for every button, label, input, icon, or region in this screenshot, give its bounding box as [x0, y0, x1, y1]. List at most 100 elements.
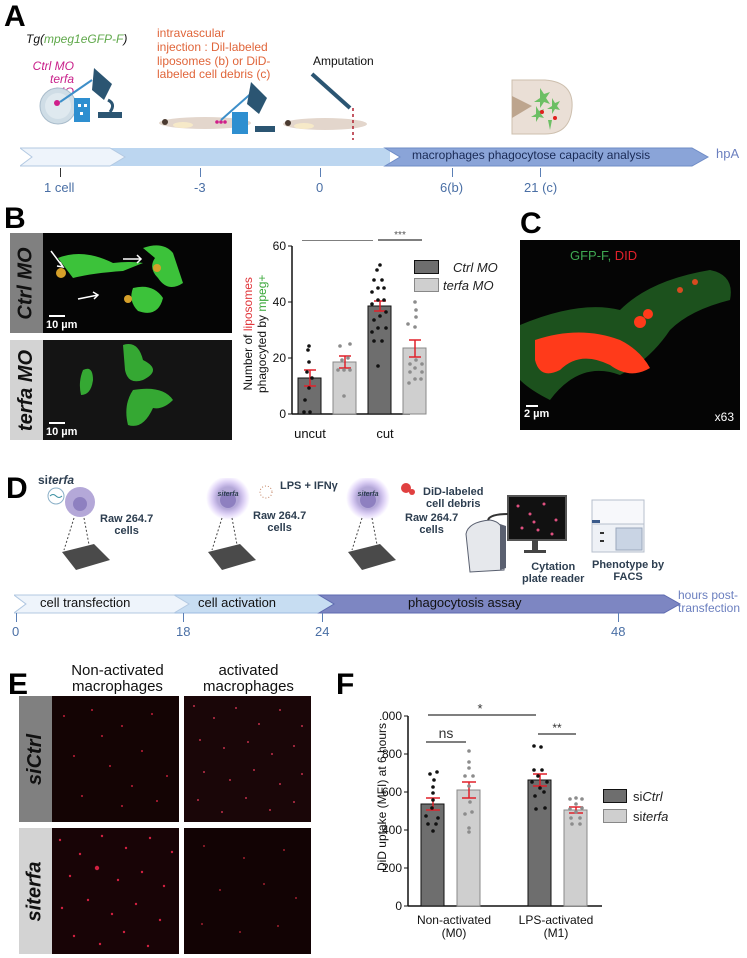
timeline-a-bar-label: macrophages phagocytose capacity analysi… — [412, 148, 651, 162]
chart-f-legend: siCtrl siterfa — [603, 786, 668, 826]
transgenic-label: Tg(mpeg1eGFP-F) — [26, 32, 128, 46]
micrograph-c: GFP-F, DID 2 µm x63 — [520, 240, 740, 430]
category-m1: LPS-activated(M1) — [518, 913, 594, 941]
tick-a-4 — [540, 168, 541, 177]
timeline-a-unit: hpA — [716, 146, 740, 161]
micrograph-sictrl-activated — [184, 696, 311, 822]
did-fluorescence-image — [201, 845, 297, 933]
transfection-cell-plate-icon — [47, 487, 110, 570]
timeline-d — [14, 594, 682, 614]
timeline-d-transfection: cell transfection — [40, 595, 131, 610]
legend-swatch-ctrl — [414, 260, 439, 274]
micrograph-siterfa-activated — [184, 828, 311, 954]
scale-bar-label: 2 µm — [524, 408, 550, 420]
timeline-a — [20, 147, 710, 167]
svg-text:***: *** — [394, 230, 406, 241]
scale-bar-label: 10 µm — [46, 426, 78, 438]
micrograph-terfa-mo: 10 µm — [43, 340, 232, 440]
svg-text:60: 60 — [273, 240, 287, 253]
svg-text:*: * — [477, 701, 482, 716]
sirna-label: siterfa — [38, 473, 75, 487]
amputation-label: Amputation — [313, 54, 374, 68]
micrograph-siterfa-nonactivated — [52, 828, 179, 954]
facs-instrument-icon — [591, 499, 645, 553]
legend-swatch-terfa — [414, 278, 439, 292]
macrophage-image — [79, 344, 173, 426]
scale-bar — [49, 315, 65, 317]
tick-d-3 — [618, 613, 619, 622]
legend-swatch-sictrl — [603, 789, 627, 803]
panel-letter-f: F — [336, 668, 355, 701]
chart-b-sig-bar-2: *** — [378, 230, 422, 241]
legend-swatch-siterfa — [603, 809, 627, 823]
amputation-larva-icon — [283, 72, 367, 140]
tick-a-label-3: 6(b) — [440, 180, 464, 195]
tick-d-label-2: 24 — [315, 624, 330, 639]
category-cut: cut — [376, 426, 394, 441]
larva-injection-icon — [159, 82, 275, 134]
tick-a-2 — [320, 168, 321, 177]
timeline-d-activation: cell activation — [198, 595, 277, 610]
svg-text:siterfa: siterfa — [357, 491, 378, 498]
cytation-plate-reader-icon — [465, 495, 567, 573]
panel-letter-c: C — [520, 207, 542, 240]
did-fluorescence-image — [58, 834, 174, 948]
svg-text:200: 200 — [382, 861, 402, 875]
tick-d-1 — [183, 613, 184, 622]
svg-text:0: 0 — [279, 407, 286, 421]
scale-bar — [49, 422, 65, 424]
micrograph-ctrl-mo: 10 µm — [43, 233, 232, 333]
magnification-label: x63 — [714, 410, 734, 424]
timeline-d-phagocytosis: phagocytosis assay — [408, 595, 522, 610]
tick-a-3 — [452, 168, 453, 177]
chart-f: 1000 800 600 400 200 0 * ns ** — [380, 701, 602, 913]
did-fluorescence-image — [63, 709, 168, 807]
tick-d-label-1: 18 — [176, 624, 191, 639]
svg-text:ns: ns — [439, 725, 454, 741]
tick-a-label-4: 21 (c) — [524, 180, 558, 195]
panel-letter-d: D — [6, 472, 28, 505]
channel-labels: GFP-F, DID — [570, 248, 638, 263]
phagocytosis-cell-plate-icon: siterfa — [346, 478, 415, 570]
svg-text:800: 800 — [382, 747, 402, 761]
chart-b: 60 40 20 0 **** uncut cut — [273, 240, 410, 441]
activation-cell-plate-icon: siterfa — [206, 478, 273, 570]
injection-description: intravascular injection : Dil-labeled li… — [157, 26, 271, 82]
svg-text:1000: 1000 — [380, 709, 402, 723]
category-m0: Non-activated(M0) — [416, 913, 492, 941]
tick-a-label-1: -3 — [194, 180, 206, 195]
tick-d-label-3: 48 — [611, 624, 626, 639]
scale-bar — [526, 405, 538, 407]
tick-a-0 — [60, 168, 61, 177]
macrophage-image — [50, 245, 183, 313]
svg-text:siterfa: siterfa — [217, 491, 238, 498]
row-label-ctrl-mo: Ctrl MO — [10, 233, 43, 333]
svg-text:****: **** — [330, 240, 346, 241]
tick-d-0 — [16, 613, 17, 622]
row-label-terfa-mo: terfa MO — [10, 340, 43, 440]
gfp-did-image — [520, 270, 731, 400]
row-label-siterfa: siterfa — [19, 828, 52, 954]
svg-text:**: ** — [552, 721, 562, 735]
svg-text:600: 600 — [382, 785, 402, 799]
tick-d-label-0: 0 — [12, 624, 20, 639]
panel-letter-e: E — [8, 668, 29, 701]
tick-a-label-0: 1 cell — [44, 180, 75, 195]
did-fluorescence-image — [193, 705, 303, 813]
timeline-d-unit: hours post-transfection — [678, 588, 741, 615]
svg-text:20: 20 — [273, 351, 287, 365]
panel-letter-b: B — [4, 202, 26, 235]
tick-d-2 — [322, 613, 323, 622]
panel-letter-a: A — [4, 0, 26, 33]
svg-text:400: 400 — [382, 823, 402, 837]
embryo-injection-icon — [39, 68, 122, 125]
svg-text:40: 40 — [273, 295, 287, 309]
